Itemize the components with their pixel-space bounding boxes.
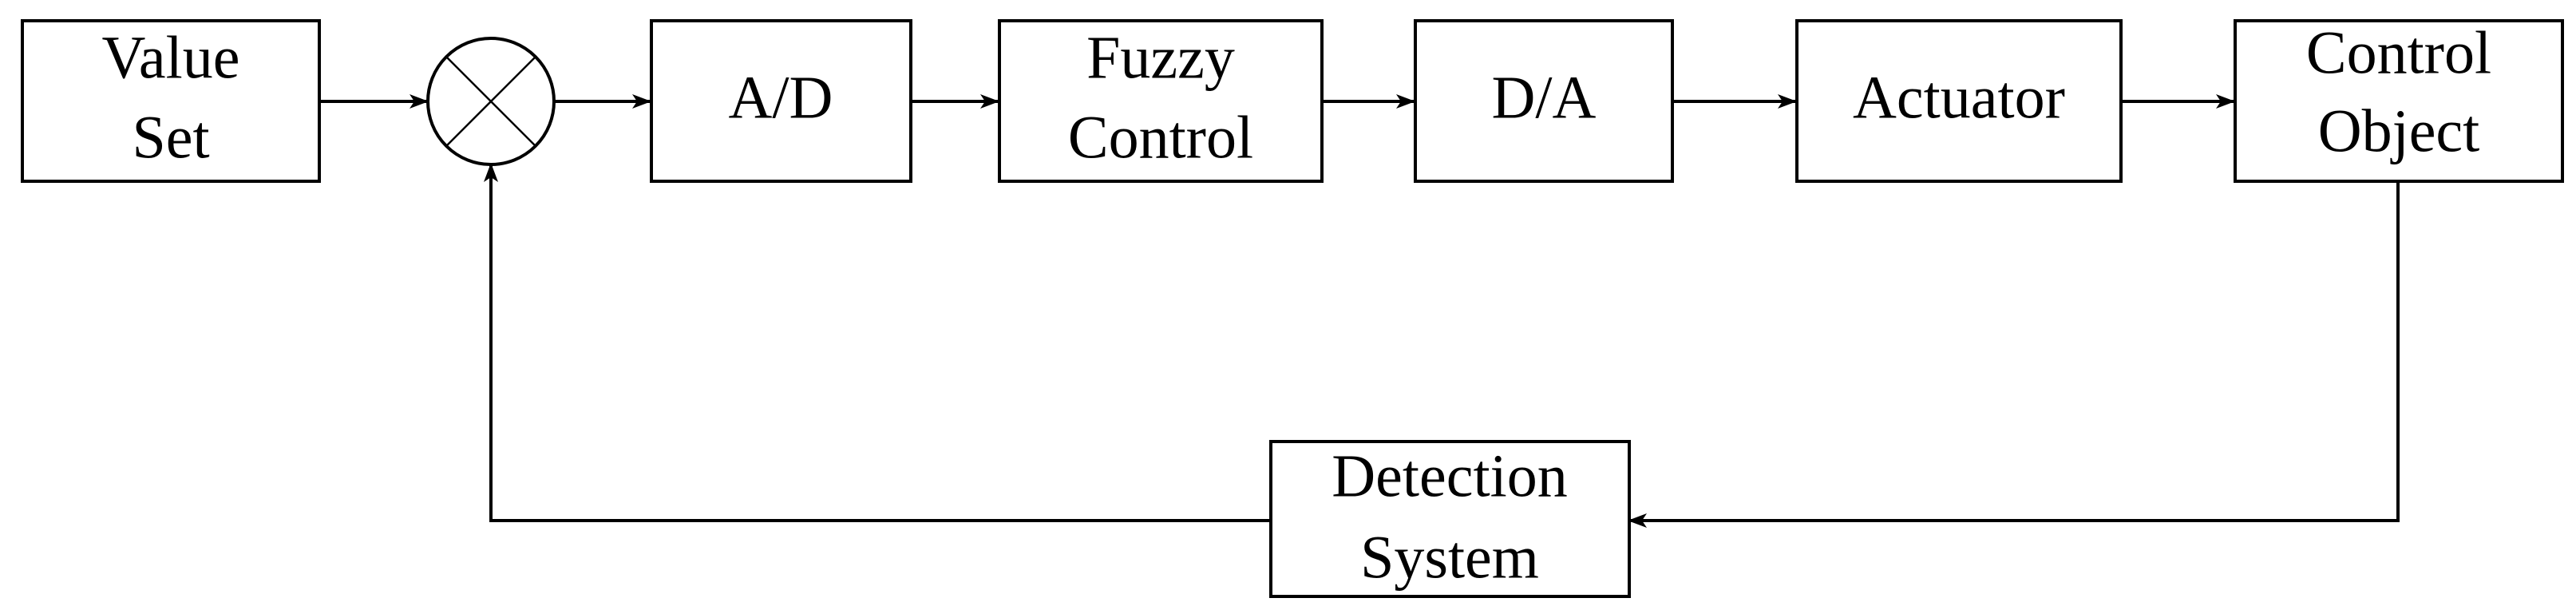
block-control-object: Control Object [2234, 19, 2564, 183]
block-fuzzy-control-line-2: Control [1068, 104, 1253, 171]
cross-line-2 [445, 56, 536, 147]
block-value-set-line-2: Set [132, 104, 209, 171]
block-value-set: Value Set [21, 19, 321, 183]
block-fuzzy-control: Fuzzy Control [998, 19, 1324, 183]
arrow-object-to-detection [1628, 183, 2400, 528]
block-actuator: Actuator [1795, 19, 2123, 183]
block-ad: A/D [650, 19, 912, 183]
block-value-set-line-1: Value [101, 24, 239, 91]
block-detection-system: Detection System [1269, 440, 1631, 598]
block-detection-system-line-2: System [1360, 524, 1539, 591]
block-fuzzy-control-line-1: Fuzzy [1086, 24, 1235, 91]
arrow-detection-to-comparator [484, 163, 1271, 522]
block-da-label: D/A [1492, 64, 1597, 131]
block-detection-system-line-1: Detection [1332, 442, 1567, 509]
summing-junction [426, 37, 556, 166]
block-da: D/A [1414, 19, 1674, 183]
connectors [321, 94, 2400, 528]
block-ad-label: A/D [729, 64, 833, 131]
block-control-object-line-2: Object [2318, 97, 2480, 164]
block-control-object-line-1: Control [2306, 19, 2491, 86]
block-actuator-label: Actuator [1853, 64, 2065, 131]
